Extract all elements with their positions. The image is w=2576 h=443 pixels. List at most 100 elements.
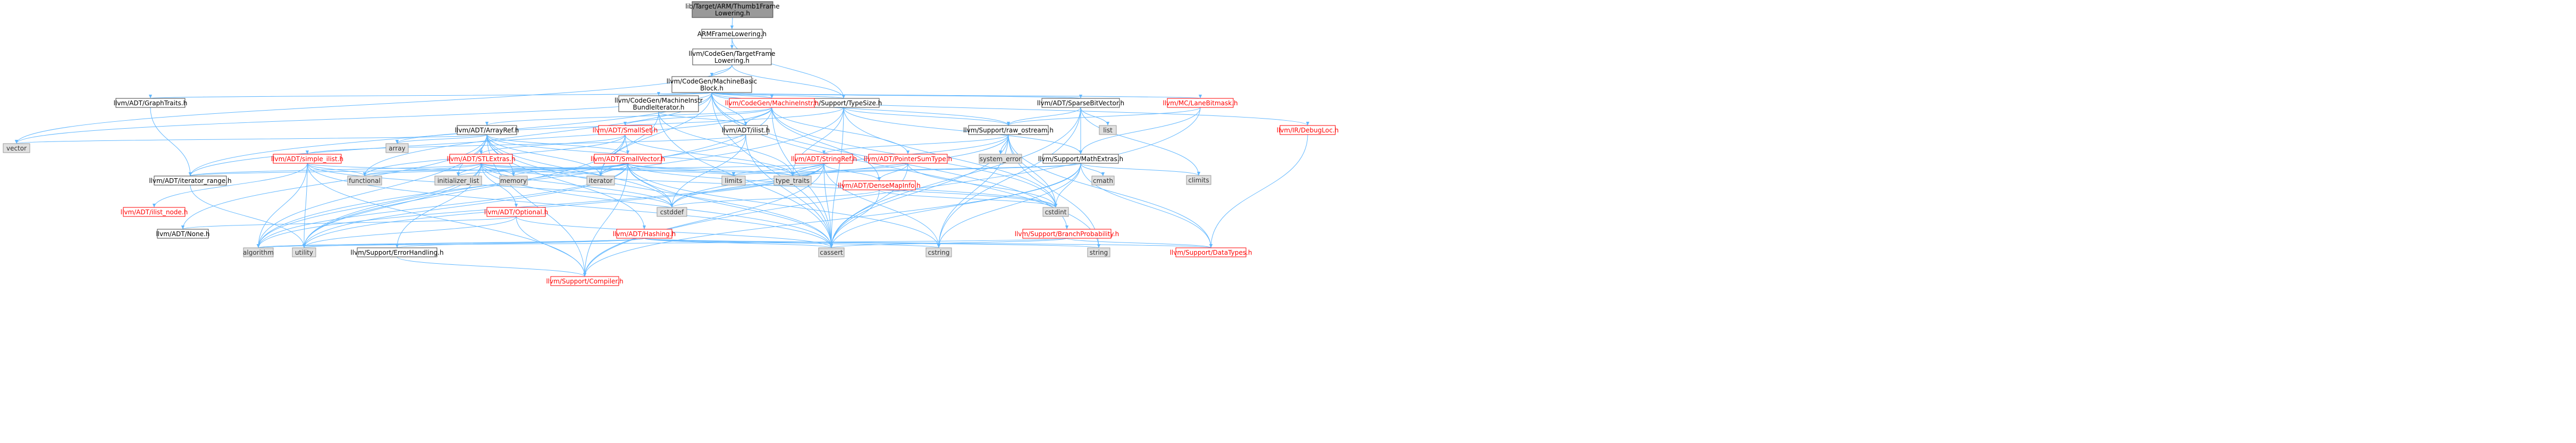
node-Hashing[interactable]: llvm/ADT/Hashing.h <box>613 229 676 239</box>
node-Compiler[interactable]: llvm/Support/Compiler.h <box>546 276 624 286</box>
node-climits: climits <box>1186 175 1211 185</box>
node-StringRef[interactable]: llvm/ADT/StringRef.h <box>791 154 857 164</box>
edge-LaneBitmask-to-Compiler <box>583 107 1201 277</box>
node-vector: vector <box>3 143 30 153</box>
node-BranchProb-box <box>1022 229 1112 239</box>
node-initializer_list: initializer_list <box>434 175 482 186</box>
node-cmath-box <box>1091 175 1115 186</box>
node-climits-box <box>1186 175 1211 185</box>
node-ilist[interactable]: llvm/ADT/ilist.h <box>722 125 770 135</box>
node-utility-box <box>292 247 316 257</box>
edge-GraphTraits-to-iterator_range <box>150 107 192 177</box>
edge-MBB-to-TypeSize <box>711 92 845 99</box>
node-MIBundleIter[interactable]: llvm/CodeGen/MachineInstrBundleIterator.… <box>614 95 703 112</box>
node-array-box <box>385 143 409 153</box>
edge-simple_ilist-to-iterator <box>307 163 602 177</box>
node-SmallSet[interactable]: llvm/ADT/SmallSet.h <box>593 125 658 135</box>
node-MachineInstr[interactable]: llvm/CodeGen/MachineInstr.h <box>725 98 819 108</box>
edge-PointerSumType-to-type_traits <box>790 163 908 177</box>
node-Compiler-label-0: llvm/Support/Compiler.h <box>546 278 623 285</box>
node-simple_ilist[interactable]: llvm/ADT/simple_ilist.h <box>271 154 343 164</box>
node-MBB-label-1: Block.h <box>700 85 723 92</box>
edge-MIBundleIter-to-type_traits <box>658 111 795 177</box>
node-ErrorHandling[interactable]: llvm/Support/ErrorHandling.h <box>350 247 444 257</box>
edge-DenseMapInfo-to-cstdint <box>879 189 1058 208</box>
node-array-label-0: array <box>389 145 405 152</box>
node-cmath-label-0: cmath <box>1093 177 1113 185</box>
node-TypeSize-label-0: llvm/Support/TypeSize.h <box>805 99 882 107</box>
node-MathExtras[interactable]: llvm/Support/MathExtras.h <box>1038 154 1123 164</box>
node-DebugLoc[interactable]: llvm/IR/DebugLoc.h <box>1277 125 1339 135</box>
edge-STLExtras-to-type_traits <box>481 163 794 177</box>
node-BranchProb[interactable]: llvm/Support/BranchProbability.h <box>1015 229 1119 239</box>
edge-StringRef-to-cassert <box>823 163 834 248</box>
edge-SmallVector-to-cstddef <box>627 163 674 208</box>
node-ARMFrameLowering[interactable]: ARMFrameLowering.h <box>697 29 767 39</box>
node-SmallVector[interactable]: llvm/ADT/SmallVector.h <box>591 154 665 164</box>
node-vector-box <box>3 143 30 153</box>
node-MachineInstr-box <box>729 98 815 108</box>
node-SparseBitVector[interactable]: llvm/ADT/SparseBitVector.h <box>1037 98 1124 108</box>
node-ArrayRef[interactable]: llvm/ADT/ArrayRef.h <box>455 125 519 135</box>
node-ilist_node[interactable]: llvm/ADT/ilist_node.h <box>121 207 188 217</box>
node-climits-label-0: climits <box>1188 177 1209 184</box>
node-ErrorHandling-box <box>357 247 437 257</box>
node-LaneBitmask[interactable]: llvm/MC/LaneBitmask.h <box>1163 98 1238 108</box>
edge-ArrayRef-to-vector <box>15 134 487 144</box>
node-StringRef-box <box>795 154 853 164</box>
node-cmath: cmath <box>1091 175 1115 186</box>
node-ErrorHandling-label-0: llvm/Support/ErrorHandling.h <box>350 249 443 256</box>
node-utility-label-0: utility <box>295 249 313 256</box>
node-algorithm: algorithm <box>243 247 274 257</box>
node-raw_ostream-label-0: llvm/Support/raw_ostream.h <box>963 127 1054 134</box>
node-ilist-label-0: llvm/ADT/ilist.h <box>722 127 770 134</box>
node-ilist-box <box>723 125 768 135</box>
node-iterator_range-box <box>154 175 227 186</box>
node-system_error: system_error <box>979 154 1022 164</box>
edge-MachineInstr-to-PointerSumType <box>771 107 910 155</box>
edge-TypeSize-to-type_traits <box>790 107 844 177</box>
node-utility: utility <box>292 247 316 257</box>
node-raw_ostream[interactable]: llvm/Support/raw_ostream.h <box>963 125 1054 135</box>
edge-SparseBitVector-to-climits <box>1080 107 1201 176</box>
node-MIBundleIter-box <box>618 95 699 112</box>
node-functional: functional <box>347 175 382 186</box>
edge-SmallVector-to-cassert <box>627 163 834 248</box>
edge-PointerSumType-to-cstdint <box>907 163 1058 208</box>
node-None[interactable]: llvm/ADT/None.h <box>156 229 210 239</box>
node-cstddef-box <box>656 207 687 217</box>
edge-MachineInstr-to-SmallSet <box>623 107 772 126</box>
node-Optional[interactable]: llvm/ADT/Optional.h <box>484 207 548 217</box>
edge-SmallVector-to-cstring <box>627 163 941 248</box>
node-iterator-box <box>586 175 615 186</box>
node-GraphTraits-box <box>115 98 186 108</box>
edge-StringRef-to-cstddef <box>670 163 824 208</box>
node-list-box <box>1099 125 1117 135</box>
node-GraphTraits[interactable]: llvm/ADT/GraphTraits.h <box>114 98 188 108</box>
edge-raw_ostream-to-cstdint <box>1008 134 1058 208</box>
edge-simple_ilist-to-utility <box>302 163 308 248</box>
edge-MathExtras-to-cstring <box>937 163 1081 248</box>
node-list-label-0: list <box>1103 127 1113 134</box>
node-simple_ilist-label-0: llvm/ADT/simple_ilist.h <box>271 155 343 163</box>
edge-MBB-to-LaneBitmask <box>711 92 1201 99</box>
node-iterator_range[interactable]: llvm/ADT/iterator_range.h <box>149 175 232 186</box>
node-STLExtras[interactable]: llvm/ADT/STLExtras.h <box>447 154 516 164</box>
node-ArrayRef-label-0: llvm/ADT/ArrayRef.h <box>455 127 519 134</box>
node-PointerSumType[interactable]: llvm/ADT/PointerSumType.h <box>864 154 952 164</box>
edge-SmallVector-to-Compiler <box>583 163 628 277</box>
node-root-label-1: Lowering.h <box>715 10 750 17</box>
node-functional-box <box>347 175 382 186</box>
edge-MachineInstr-to-DenseMapInfo <box>771 107 881 181</box>
node-DebugLoc-box <box>1279 125 1336 135</box>
node-simple_ilist-box <box>273 154 342 164</box>
node-STLExtras-box <box>449 154 513 164</box>
edge-MBB-to-DebugLoc <box>711 92 1309 126</box>
node-cstring-label-0: cstring <box>928 249 949 256</box>
node-DataTypes[interactable]: llvm/Support/DataTypes.h <box>1170 247 1252 257</box>
node-DenseMapInfo[interactable]: llvm/ADT/DenseMapInfo.h <box>838 180 921 190</box>
node-TypeSize[interactable]: llvm/Support/TypeSize.h <box>805 98 882 108</box>
